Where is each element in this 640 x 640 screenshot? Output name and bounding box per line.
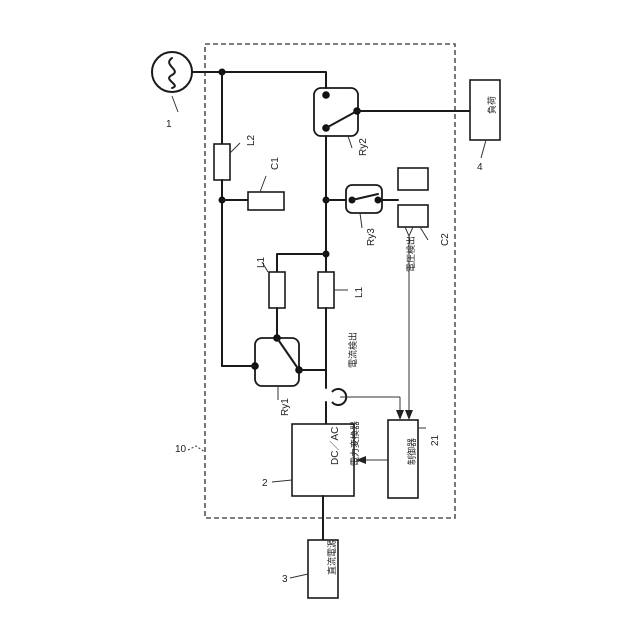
l1-right-label: L1	[354, 286, 365, 298]
dcac-converter-box	[292, 424, 354, 496]
l2-label: L2	[246, 134, 257, 146]
ac-source-number: 1	[166, 119, 172, 130]
load-number: 4	[477, 162, 483, 173]
controller-label: 制御器	[406, 438, 418, 465]
inductor-l1-right	[318, 272, 334, 308]
voltage-sense-tap	[405, 227, 413, 236]
l1-left-label: L1	[256, 256, 267, 268]
load-label: 負荷	[486, 96, 498, 114]
ry2-label: Ry2	[358, 138, 369, 156]
dc-source-label: 直流電源	[326, 539, 338, 575]
ry3-label: Ry3	[366, 228, 377, 246]
system-number: 10	[175, 444, 187, 455]
voltage-detect-label: 電圧検出	[405, 236, 417, 272]
c2-label: C2	[440, 233, 451, 246]
controller-number: 21	[430, 434, 441, 446]
c1-label: C1	[270, 157, 281, 170]
relay-ry2	[314, 88, 361, 136]
ac-source	[152, 52, 192, 92]
current-detect-label: 電流検出	[347, 332, 359, 368]
arrow-head-icon	[396, 410, 404, 420]
relay-coil-box	[398, 168, 428, 190]
capacitor-c2	[398, 205, 428, 227]
relay-ry1	[251, 334, 303, 386]
arrow-head-icon	[405, 410, 413, 420]
converter-label-line1: DC／AC	[329, 427, 341, 465]
ry1-label: Ry1	[280, 398, 291, 416]
capacitor-c1	[248, 192, 284, 210]
dc-source-number: 3	[282, 574, 288, 585]
inductor-l1-left	[269, 272, 285, 308]
converter-number: 2	[262, 478, 268, 489]
inductor-l2	[214, 144, 230, 180]
relay-ry3	[346, 185, 382, 213]
